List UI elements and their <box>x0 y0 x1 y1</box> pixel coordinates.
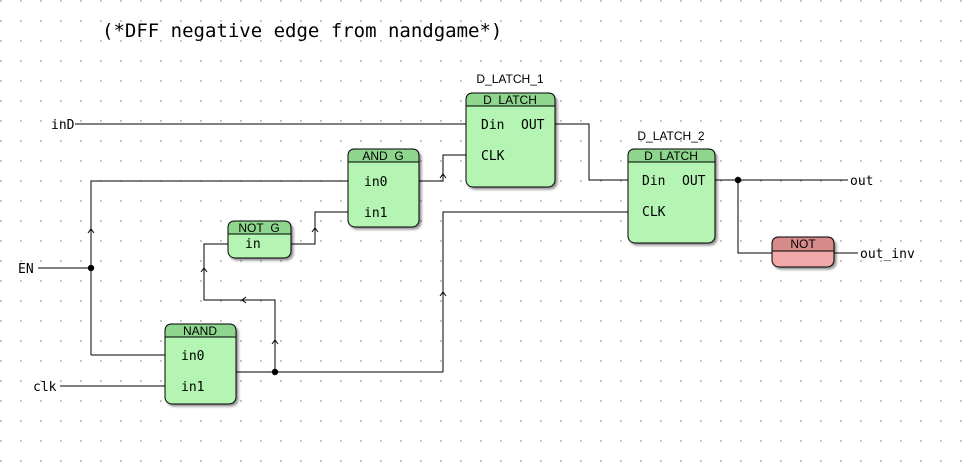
block-type-label: NOT_G <box>238 221 279 235</box>
block-and-g[interactable]: AND_G in0 in1 <box>347 148 420 228</box>
block-header <box>164 323 237 338</box>
arrow-left-icon <box>241 296 247 304</box>
pin-out: OUT <box>682 174 706 189</box>
wire-out-to-not[interactable] <box>737 180 772 254</box>
block-header <box>227 220 292 235</box>
pin-clk: CLK <box>642 205 666 220</box>
input-label-en: EN <box>18 262 34 277</box>
arrow-up-icon <box>87 228 95 234</box>
arrow-up-icon <box>200 267 208 273</box>
arrow-up-icon <box>311 227 319 233</box>
pin-clk: CLK <box>481 149 505 164</box>
block-not-g[interactable]: NOT_G in <box>227 220 292 259</box>
wire-and-to-latch1-clk[interactable] <box>419 154 466 182</box>
input-label-ind: inD <box>51 118 75 133</box>
wire-nand-to-not-g[interactable] <box>203 243 276 372</box>
junction-out <box>734 176 742 184</box>
block-header <box>347 148 420 163</box>
block-body <box>465 92 556 188</box>
block-d-latch-2[interactable]: D_LATCH_2 D_LATCH Din OUT CLK <box>627 129 716 244</box>
block-instance-label: D_LATCH_1 <box>476 72 543 86</box>
pin-in1: in1 <box>364 206 387 221</box>
block-type-label: NOT <box>790 237 816 251</box>
input-label-clk: clk <box>33 380 57 395</box>
arrow-up-icon <box>439 173 447 179</box>
block-header <box>465 92 556 107</box>
diagram-title: (*DFF negative edge from nandgame*) <box>102 20 502 42</box>
block-type-label: AND_G <box>362 149 403 163</box>
block-d-latch-1[interactable]: D_LATCH_1 D_LATCH Din OUT CLK <box>465 72 556 188</box>
pin-in0: in0 <box>364 175 387 190</box>
pin-din: Din <box>642 174 665 189</box>
pin-din: Din <box>481 118 504 133</box>
flow-arrows <box>87 173 447 345</box>
block-type-label: NAND <box>183 324 217 338</box>
block-nand[interactable]: NAND in0 in1 <box>164 323 237 405</box>
block-not[interactable]: NOT <box>771 236 835 268</box>
wire-latch1-to-latch2[interactable] <box>555 123 628 181</box>
block-header <box>771 236 835 252</box>
pin-in0: in0 <box>181 349 204 364</box>
block-type-label: D_LATCH <box>483 93 537 107</box>
pin-in: in <box>245 237 261 252</box>
pin-in1: in1 <box>181 380 204 395</box>
block-body <box>627 148 716 244</box>
wire-en-to-and-in0[interactable] <box>90 180 348 355</box>
block-type-label: D_LATCH <box>644 149 698 163</box>
block-instance-label: D_LATCH_2 <box>637 129 704 143</box>
block-header <box>627 148 716 163</box>
arrow-up-icon <box>271 339 279 345</box>
output-label-out-inv: out_inv <box>860 247 915 262</box>
output-label-out: out <box>850 174 873 189</box>
arrow-up-icon <box>439 291 447 297</box>
junction-nand-out <box>271 368 279 376</box>
pin-out: OUT <box>521 118 545 133</box>
wire-nand-to-latch2-clk[interactable] <box>442 211 628 372</box>
junction-en <box>87 264 95 272</box>
